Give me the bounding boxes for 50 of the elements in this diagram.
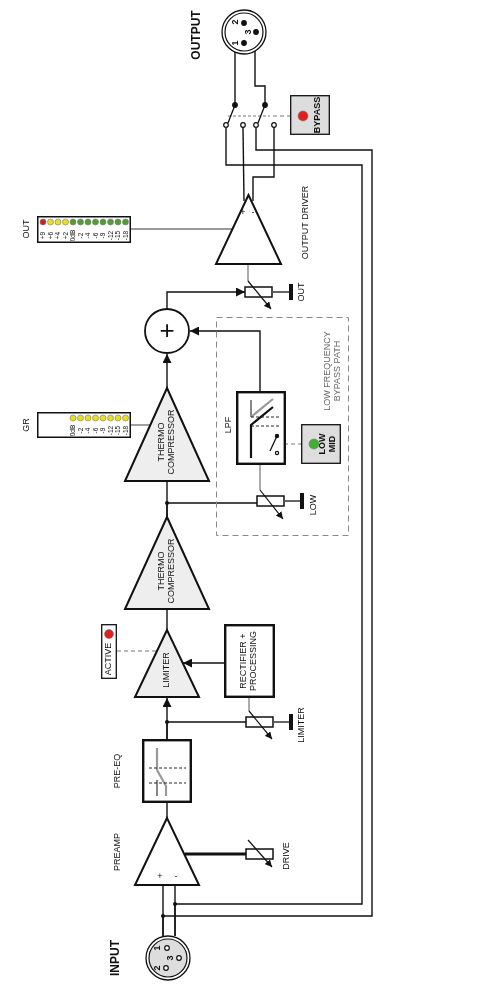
pin-number: 1 — [232, 39, 240, 47]
pin-number: 3 — [245, 28, 253, 36]
connector-label: OUTPUT — [190, 9, 204, 62]
block-label: OUT — [21, 218, 33, 241]
block-label: THERMO COMPRESSOR — [156, 411, 177, 473]
block-label: PRE-EQ — [112, 752, 124, 791]
signal-line — [259, 464, 261, 491]
signal-line — [166, 721, 247, 740]
signal-line — [234, 51, 236, 104]
block-label: PREAMP — [112, 832, 124, 873]
arrow — [189, 326, 261, 393]
block-label: OUT — [296, 281, 308, 304]
block-label: LOW MID — [318, 432, 338, 457]
polarity-sign: + — [156, 872, 164, 882]
block-label: LPF — [223, 415, 235, 436]
signal-line — [252, 126, 275, 202]
signal-line — [130, 228, 233, 230]
signal-line — [247, 264, 249, 282]
pin-number: 3 — [167, 954, 175, 962]
block-label: LOW FREQUENCY BYPASS PATH — [322, 330, 343, 413]
sum-symbol: + — [158, 315, 176, 345]
arrow — [182, 658, 225, 668]
block-label: OUTPUT DRIVER — [298, 184, 311, 261]
signal-line — [185, 852, 246, 856]
signal-line — [166, 502, 258, 518]
signal-line — [242, 126, 245, 202]
signal-line — [166, 802, 168, 819]
block-label: GR — [21, 417, 33, 434]
signal-line — [254, 50, 266, 104]
pin-number: 1 — [154, 944, 162, 952]
connector-label: INPUT — [109, 939, 123, 978]
block-label: LIMITER — [161, 651, 173, 690]
block-label: RECTIFIER + PROCESSING — [237, 630, 259, 693]
signal-line — [166, 609, 168, 631]
block-label: ACTIVE — [103, 641, 115, 677]
pin-number: 2 — [154, 964, 162, 972]
control-line — [116, 650, 158, 652]
polarity-sign: - — [250, 208, 256, 218]
signal-line — [248, 697, 250, 712]
polarity-sign: - — [173, 872, 179, 882]
block-label: DRIVE — [281, 841, 293, 872]
block-label: LOW — [308, 493, 320, 518]
arrow — [166, 287, 246, 310]
block-label: BYPASS — [312, 96, 324, 134]
block-label: THERMO COMPRESSOR — [156, 540, 177, 602]
pin-number: 2 — [232, 18, 240, 26]
polarity-sign: + — [239, 208, 247, 218]
block-label: LIMITER — [296, 706, 308, 745]
arrow — [162, 353, 172, 389]
signal-line — [130, 424, 151, 426]
